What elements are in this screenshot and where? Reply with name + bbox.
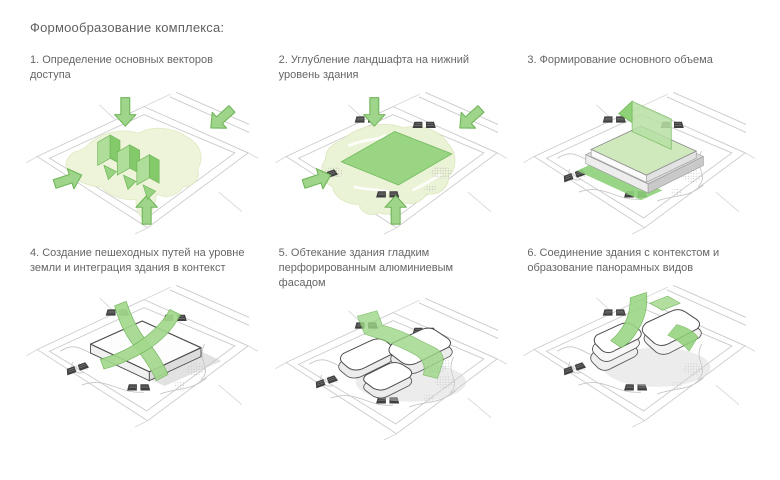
building-top-slab — [590, 125, 698, 183]
step-3-caption: 3. Формирование основного объема — [527, 54, 713, 66]
step-3-diagram-main-volume — [523, 91, 756, 235]
step-6-caption: 6. Соединение здания с контекстом и обра… — [527, 246, 720, 275]
step-3: 3. Формирование основного объема — [523, 53, 756, 235]
step-5: 5. Обтекание здания гладким перфорирован… — [274, 246, 508, 441]
step-2: 2. Углубление ландшафта на нижний уровен… — [274, 53, 508, 235]
sunken-plaza — [339, 131, 453, 186]
steps-grid: 1. Определение основных векторов доступа… — [25, 53, 756, 441]
step-6: 6. Соединение здания с контекстом и обра… — [523, 246, 756, 440]
green-ground-strip — [577, 160, 663, 201]
step-2-diagram-landscape-recess — [274, 91, 508, 235]
pedestrian-path-ribbons — [99, 300, 182, 382]
step-1-diagram-access-vectors — [25, 91, 259, 235]
planting-texture — [423, 184, 437, 193]
page-title: Формообразование комплекса: — [30, 20, 225, 35]
step-4-caption: 4. Создание пешеходных путей на уровне з… — [30, 246, 245, 275]
step-2-caption: 2. Углубление ландшафта на нижний уровен… — [278, 54, 469, 82]
step-4: 4. Создание пешеходных путей на уровне з… — [25, 246, 259, 440]
step-6-diagram-context-connection — [523, 284, 756, 428]
step-5-diagram-aluminium-facade — [274, 298, 508, 441]
facade-wrap-band — [356, 310, 444, 380]
step-1-caption: 1. Определение основных векторов доступа — [30, 54, 213, 82]
step-4-diagram-pedestrian-paths — [25, 284, 259, 428]
step-5-caption: 5. Обтекание здания гладким перфорирован… — [278, 246, 454, 290]
planting-texture — [430, 166, 452, 179]
form-generation-sheet: Формообразование комплекса: 1. Определен… — [25, 20, 756, 441]
extrusion-arrow-plane — [618, 100, 673, 150]
panoramic-green-ribbons — [610, 291, 699, 352]
step-1: 1. Определение основных векторов доступа — [25, 53, 259, 235]
